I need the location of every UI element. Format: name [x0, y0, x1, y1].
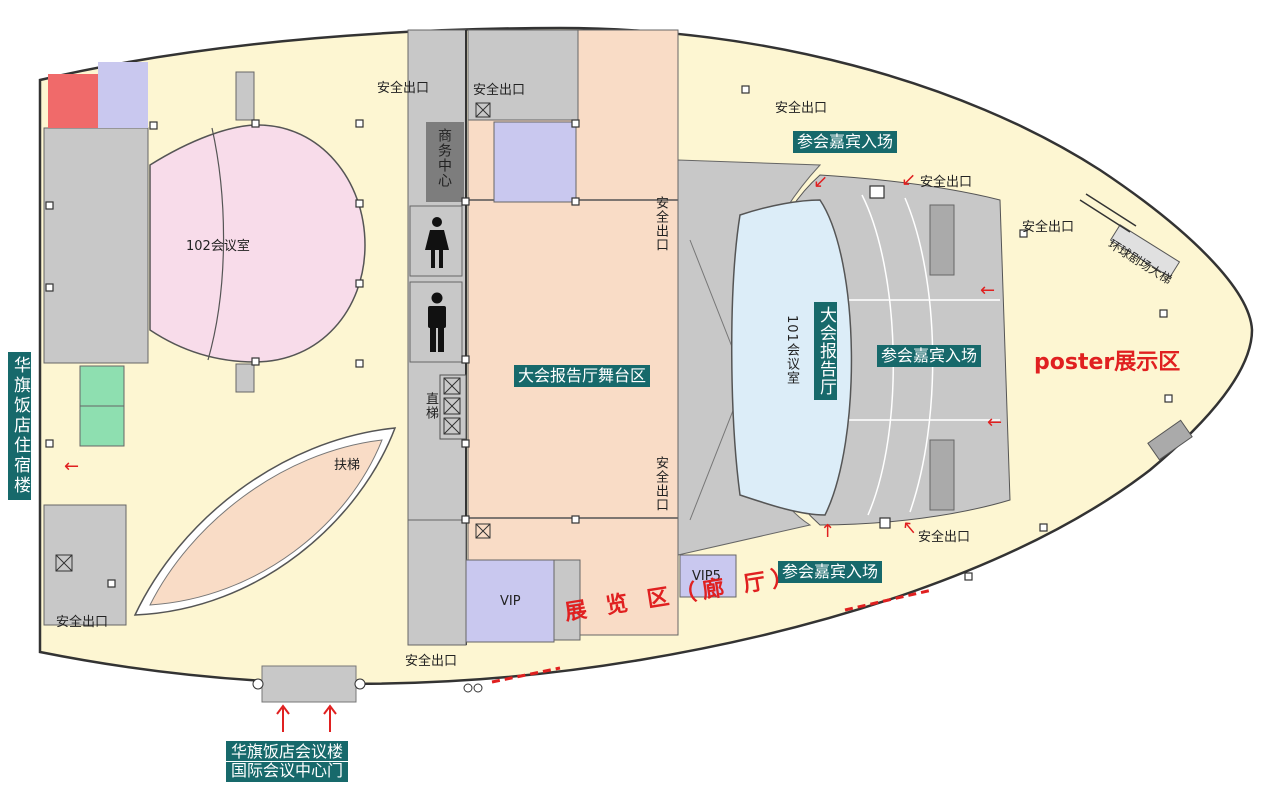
exit-label-5: 安全出口 [1022, 220, 1075, 235]
pillars [45, 85, 1173, 588]
stage-label: 大会报告厅舞台区 [514, 365, 651, 387]
guest-entry-right-label: 参会嘉宾入场 [877, 345, 982, 367]
main-hall-label: 大会报告厅 [814, 302, 837, 400]
guest-entry-bottom-label: 参会嘉宾入场 [778, 561, 883, 583]
poster-zone-label: poster展示区 [1034, 350, 1181, 375]
left-bottom-grey [43, 504, 127, 626]
vip-room [465, 559, 555, 643]
green-room-a [79, 365, 125, 407]
exit-label-4: 安全出口 [920, 175, 973, 190]
vip-label: VIP [500, 594, 521, 609]
hall-102-shape [149, 124, 366, 363]
exit-label-3: 安全出口 [775, 101, 828, 116]
hotel-dorm-label: 华旗饭店住宿楼 [8, 352, 31, 500]
exit-label-6: 安全出口 [653, 196, 668, 252]
vip5-label: VIP5 [692, 569, 721, 584]
exit-label-9: 安全出口 [56, 615, 109, 630]
male-toilet-icon [424, 292, 450, 355]
exit-label-10: 安全出口 [405, 654, 458, 669]
meeting-building-entrance [261, 665, 357, 703]
exhibition-dash-right [844, 588, 933, 612]
vip5-room [679, 554, 737, 598]
left-bottom-box [55, 554, 73, 572]
elevator-label: 直梯 [423, 392, 438, 420]
stage-grey-top [467, 29, 579, 121]
escalator-leaf-inner [149, 439, 383, 606]
hall-101-label: 101会议室 [784, 315, 799, 385]
business-center-block [426, 122, 464, 202]
exit-label-8: 安全出口 [918, 530, 971, 545]
hall-101-core [730, 199, 853, 516]
stage-vip-top [493, 121, 577, 203]
red-arrow-icon: ← [987, 412, 1003, 433]
green-room-b [79, 405, 125, 447]
female-toilet-icon [424, 216, 450, 271]
red-room [48, 74, 98, 128]
left-grey-block [43, 127, 149, 364]
exhibition-dash-left [491, 666, 561, 684]
lavender-room [98, 62, 148, 128]
red-arrow-icon: ← [980, 280, 996, 301]
hall-102-label: 102会议室 [186, 239, 250, 254]
exit-label-1: 安全出口 [377, 81, 430, 96]
exit-label-2: 安全出口 [473, 83, 526, 98]
red-arrow-icon: ← [64, 456, 80, 477]
guest-entry-top-label: 参会嘉宾入场 [793, 131, 898, 153]
hotel-meeting-label-line1: 华旗饭店会议楼 [226, 741, 349, 761]
business-center-label: 商务中心 [436, 128, 452, 188]
exit-label-7: 安全出口 [653, 456, 668, 512]
hotel-meeting-label-line2: 国际会议中心门 [226, 762, 349, 782]
escalator-label: 扶梯 [334, 458, 361, 473]
red-arrow-icon: ↑ [820, 521, 836, 542]
